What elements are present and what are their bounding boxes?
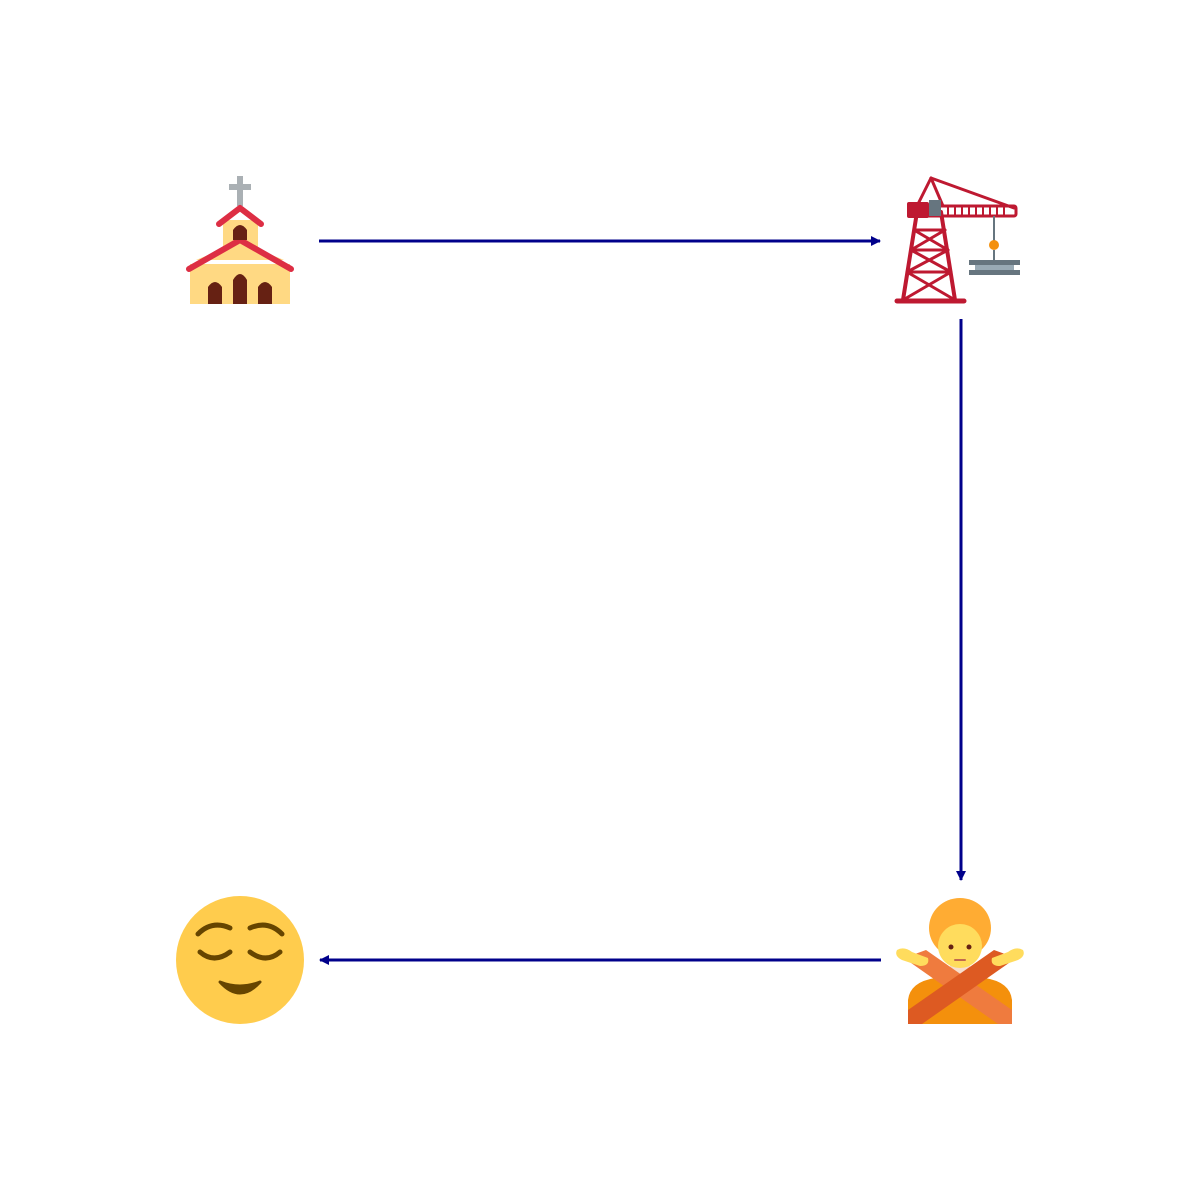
relieved-face-icon — [176, 896, 304, 1024]
person-gesturing-no-icon — [896, 898, 1024, 1024]
crane-load — [907, 200, 1020, 275]
construction-crane-icon — [894, 176, 1018, 304]
church-icon — [186, 176, 294, 304]
